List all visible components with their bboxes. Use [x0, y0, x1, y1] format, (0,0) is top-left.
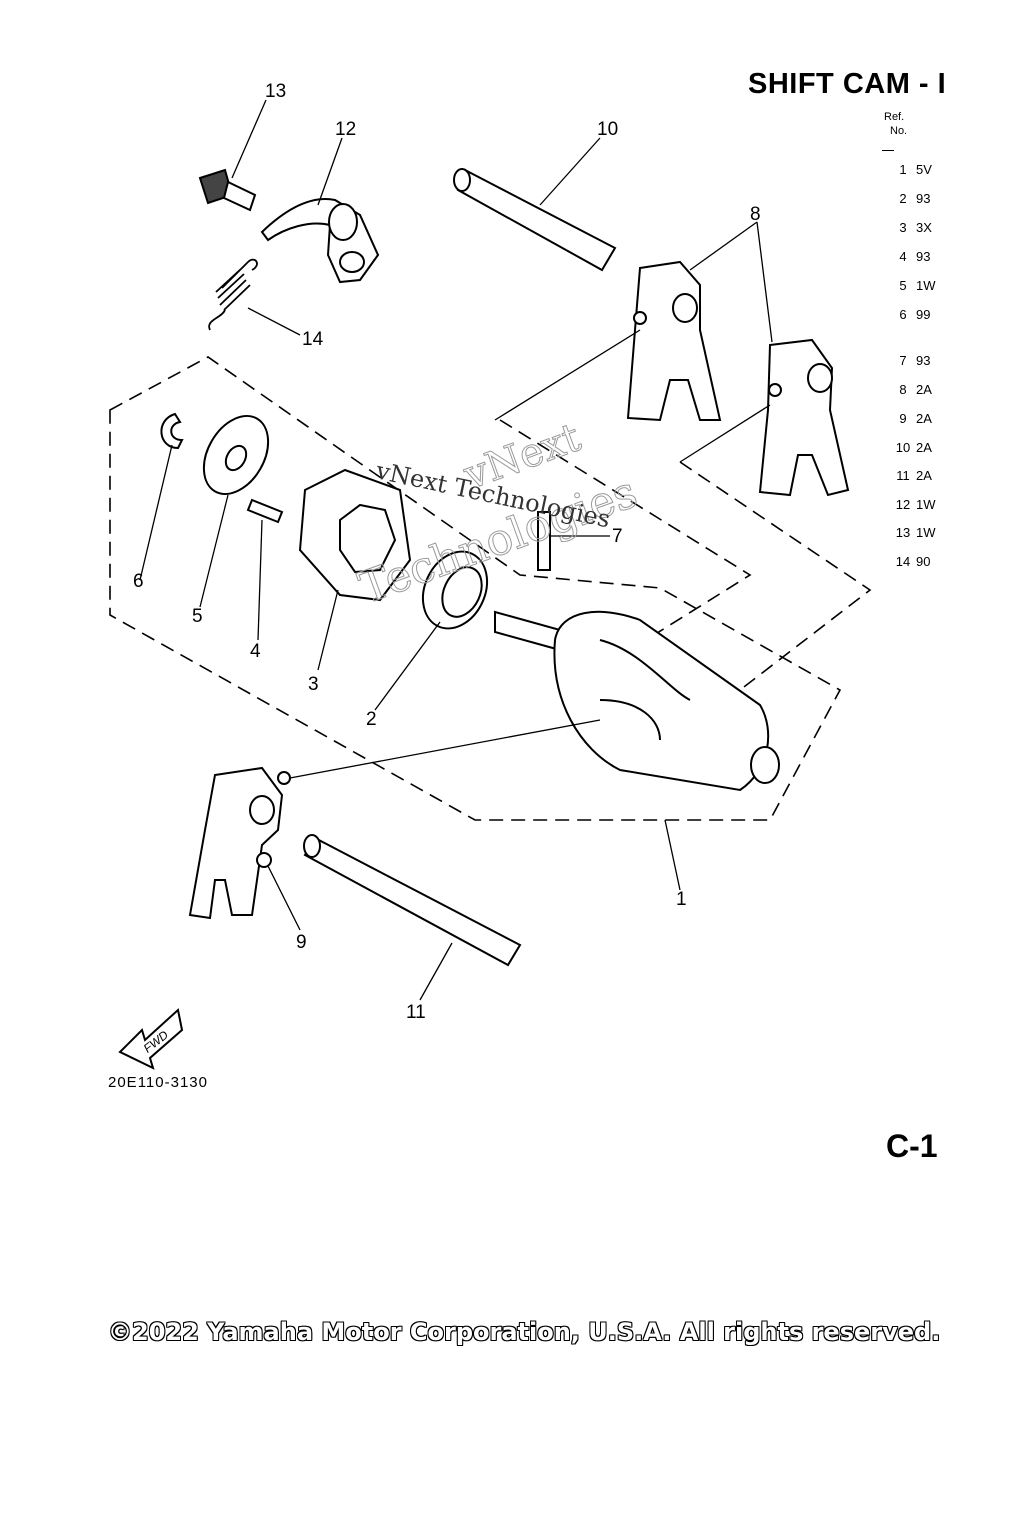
- callout-13: 13: [265, 81, 286, 102]
- shaft-part-11: [303, 834, 522, 967]
- ref-number: 7: [899, 353, 907, 368]
- part-number: 3X: [916, 220, 932, 235]
- callout-5: 5: [192, 606, 203, 627]
- part-number: 93: [916, 353, 931, 368]
- part-number: 1W: [916, 278, 936, 293]
- callout-10: 10: [597, 119, 618, 140]
- part-number: 99: [916, 307, 931, 322]
- parts-row: 2 93: [890, 191, 958, 211]
- part-number: 2A: [916, 468, 932, 483]
- callout-4: 4: [250, 641, 261, 662]
- circlip-part-6: [160, 412, 184, 450]
- part-number: 90: [916, 554, 931, 569]
- ref-number: 2: [899, 191, 907, 206]
- shift-fork-part-8-lower: [758, 338, 850, 497]
- callout-14: 14: [302, 329, 324, 350]
- callout-8: 8: [750, 204, 761, 225]
- callout-6: 6: [133, 571, 144, 592]
- parts-row: 3 3X: [890, 220, 958, 240]
- part-number: 1W: [916, 525, 936, 540]
- callout-11: 11: [406, 1002, 426, 1023]
- ref-number: 9: [899, 411, 907, 426]
- no-header: No.: [890, 125, 908, 137]
- callout-labels: 13 12 10 8 14 6 5 4 3 2 7 9 11 1: [133, 81, 761, 1023]
- parts-row: 7 93: [890, 353, 958, 373]
- ref-number: 4: [899, 249, 907, 264]
- shift-lever-part-12: [260, 198, 380, 284]
- parts-table-header: Ref. No.: [884, 110, 924, 138]
- ref-number: 13: [895, 525, 911, 540]
- callout-12: 12: [335, 119, 356, 140]
- part-number: 93: [916, 191, 931, 206]
- ref-number: 1: [899, 162, 907, 177]
- diagram-code: 20E110-3130: [108, 1074, 208, 1091]
- parts-row: 12 1W: [890, 497, 958, 517]
- ref-number: 14: [895, 554, 911, 569]
- parts-row: 1 5V: [890, 162, 958, 182]
- parts-row: 9 2A: [890, 411, 958, 431]
- spring-part-14: [208, 258, 258, 331]
- part-number: 93: [916, 249, 931, 264]
- parts-row: 14 90: [890, 554, 958, 574]
- ref-number: 8: [899, 382, 907, 397]
- part-number: 2A: [916, 382, 932, 397]
- shift-fork-part-9: [188, 766, 291, 920]
- ref-number: 6: [899, 307, 907, 322]
- header-rule: [882, 150, 894, 151]
- parts-row: 4 93: [890, 249, 958, 269]
- parts-row: 11 2A: [890, 468, 958, 488]
- callout-9: 9: [296, 932, 307, 953]
- callout-2: 2: [366, 709, 377, 730]
- shift-cam-part-1: [494, 610, 780, 792]
- ref-number: 3: [899, 220, 907, 235]
- callout-7: 7: [612, 526, 623, 547]
- forward-arrow-icon: FWD: [118, 1008, 184, 1070]
- segment-part-3: [298, 468, 412, 602]
- ref-number: 12: [895, 497, 911, 512]
- ref-number: 10: [895, 440, 911, 455]
- shift-fork-part-8-upper: [626, 260, 722, 422]
- part-number: 5V: [916, 162, 932, 177]
- parts-row: 8 2A: [890, 382, 958, 402]
- parts-row: 6 99: [890, 307, 958, 327]
- callout-1: 1: [676, 889, 687, 910]
- parts-row: 5 1W: [890, 278, 958, 298]
- bearing-part-2: [421, 550, 489, 630]
- copyright-notice: ©2022 Yamaha Motor Corporation, U.S.A. A…: [108, 1318, 941, 1346]
- ref-number: 11: [896, 468, 910, 483]
- parts-row: 13 1W: [890, 525, 958, 545]
- bolt-part-13: [198, 168, 257, 212]
- assembly-boundary: [109, 356, 872, 821]
- ref-number: 5: [899, 278, 907, 293]
- callout-3: 3: [308, 674, 319, 695]
- ref-header: Ref.: [884, 111, 905, 123]
- page-id: C-1: [886, 1128, 938, 1164]
- page-title: SHIFT CAM - I: [748, 68, 947, 100]
- pin-part-7: [537, 511, 551, 571]
- parts-row: 10 2A: [890, 440, 958, 460]
- pin-part-4: [246, 498, 284, 524]
- shaft-part-10: [453, 168, 617, 272]
- part-number: 2A: [916, 411, 932, 426]
- washer-part-5: [202, 415, 270, 495]
- part-number: 1W: [916, 497, 936, 512]
- part-number: 2A: [916, 440, 932, 455]
- leader-lines: [139, 99, 773, 1001]
